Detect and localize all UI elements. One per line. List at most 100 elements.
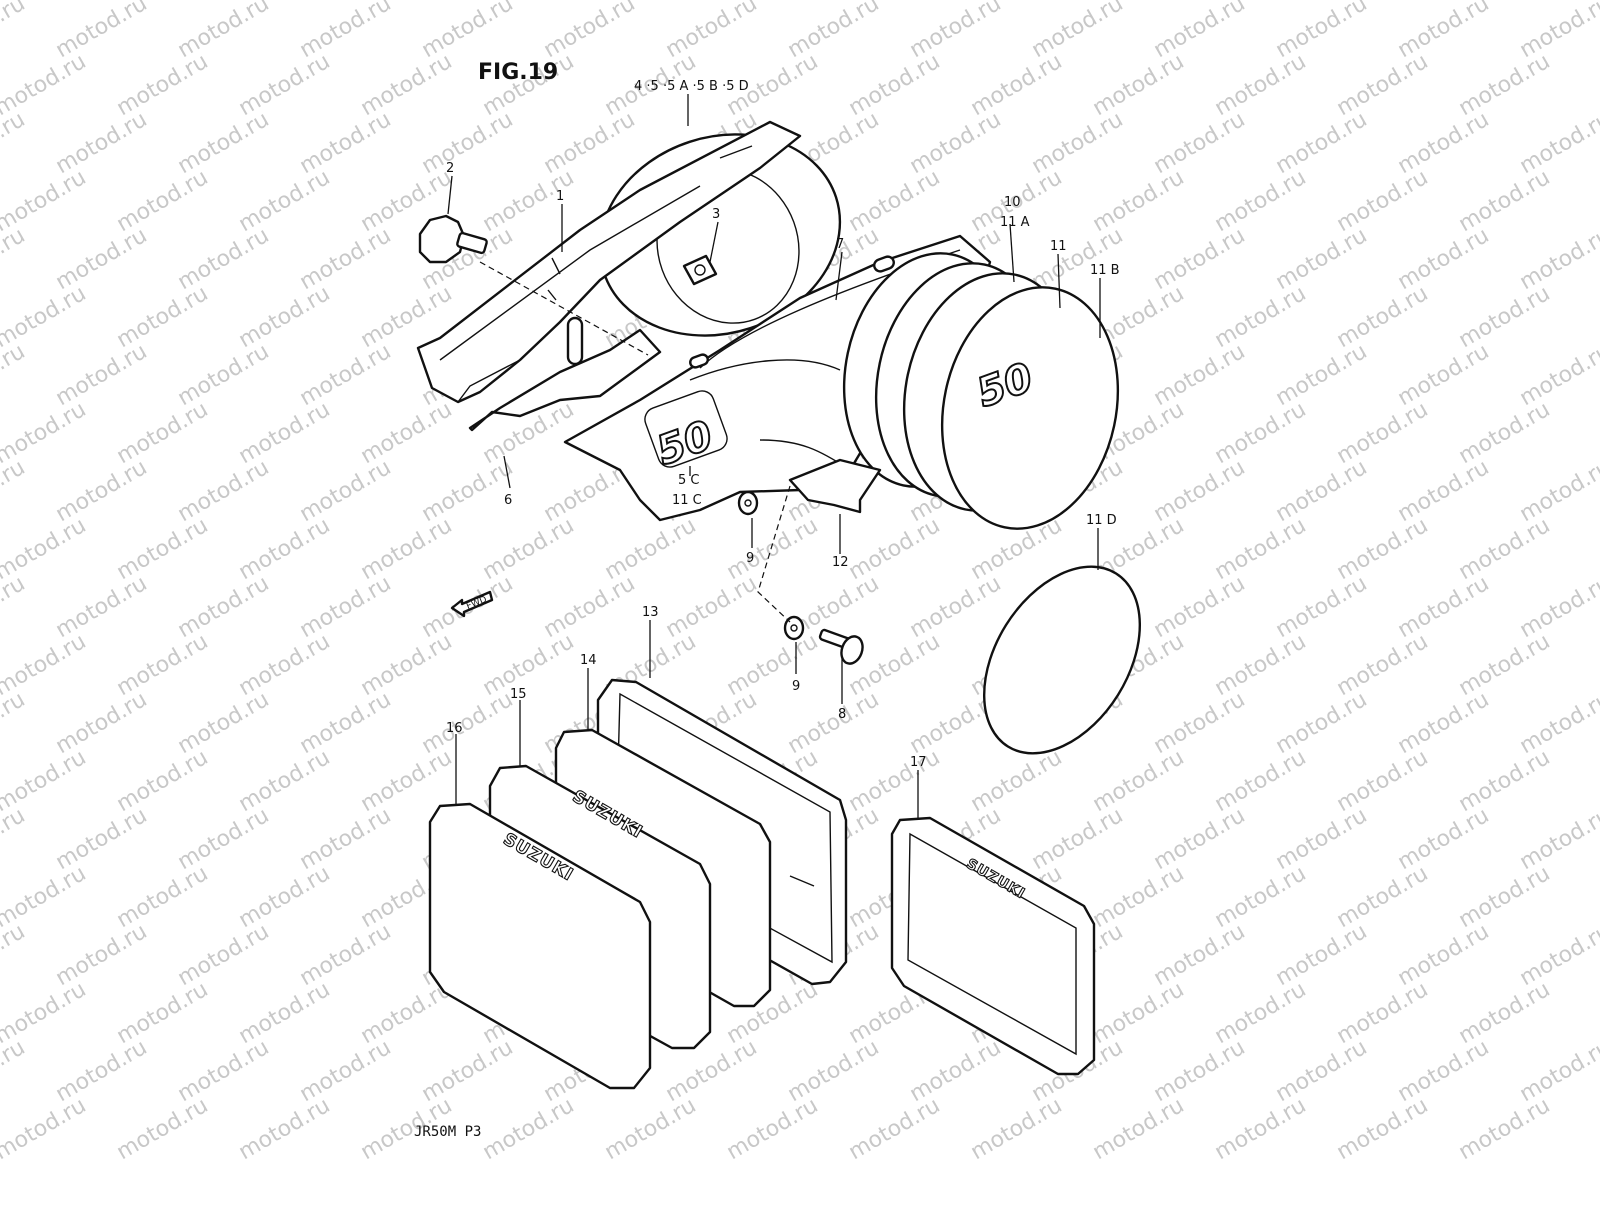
watermark-text: motod.ru	[784, 1035, 884, 1107]
watermark-text: motod.ru	[1272, 687, 1372, 759]
watermark-text: motod.ru	[479, 629, 579, 701]
watermark-text: motod.ru	[1394, 223, 1494, 295]
watermark-text: motod.ru	[174, 223, 274, 295]
watermark-text: motod.ru	[1150, 571, 1250, 643]
watermark-text: motod.ru	[1150, 455, 1250, 527]
watermark-text: motod.ru	[845, 165, 945, 237]
watermark-text: motod.ru	[357, 513, 457, 585]
watermark-text: motod.ru	[967, 49, 1067, 121]
watermark-text: motod.ru	[1455, 861, 1555, 933]
watermark-text: motod.ru	[1455, 281, 1555, 353]
watermark-text: motod.ru	[967, 745, 1067, 817]
watermark-text: motod.ru	[296, 0, 396, 63]
callout-16: 16	[446, 721, 463, 736]
watermark-text: motod.ru	[1150, 803, 1250, 875]
watermark-text: motod.ru	[1516, 0, 1600, 63]
watermark-text: motod.ru	[1516, 1035, 1600, 1107]
watermark-text: motod.ru	[1211, 49, 1311, 121]
watermark-text: motod.ru	[1516, 803, 1600, 875]
watermark-text: motod.ru	[1272, 1035, 1372, 1107]
watermark-text: motod.ru	[1333, 745, 1433, 817]
watermark-text: motod.ru	[1333, 165, 1433, 237]
watermark-text: motod.ru	[1211, 513, 1311, 585]
watermark-text: motod.ru	[1150, 339, 1250, 411]
watermark-text: motod.ru	[174, 455, 274, 527]
watermark-text: motod.ru	[1333, 281, 1433, 353]
watermark-text: motod.ru	[1211, 861, 1311, 933]
watermark-text: motod.ru	[235, 977, 335, 1049]
watermark-text: motod.ru	[296, 571, 396, 643]
watermark-text: motod.ru	[1394, 107, 1494, 179]
watermark-text: motod.ru	[52, 803, 152, 875]
watermark-text: motod.ru	[967, 1093, 1067, 1165]
watermark-text: motod.ru	[113, 513, 213, 585]
watermark-text: motod.ru	[1333, 397, 1433, 469]
watermark-text: motod.ru	[1333, 513, 1433, 585]
watermark-text: motod.ru	[52, 0, 152, 63]
watermark-text: motod.ru	[52, 687, 152, 759]
watermark-text: motod.ru	[1150, 0, 1250, 63]
watermark-text: motod.ru	[1272, 803, 1372, 875]
watermark-text: motod.ru	[1516, 919, 1600, 991]
watermark-text: motod.ru	[113, 745, 213, 817]
watermark-text: motod.ru	[1516, 571, 1600, 643]
watermark-text: motod.ru	[418, 455, 518, 527]
watermark-text: motod.ru	[1516, 339, 1600, 411]
watermark-text: motod.ru	[1516, 107, 1600, 179]
watermark-text: motod.ru	[1333, 861, 1433, 933]
watermark-text: motod.ru	[1211, 165, 1311, 237]
watermark-text: motod.ru	[540, 107, 640, 179]
model-code: JR50M P3	[414, 1124, 481, 1140]
watermark-text: motod.ru	[296, 339, 396, 411]
watermark-text: motod.ru	[418, 0, 518, 63]
callout-15: 15	[510, 687, 527, 702]
watermark-text: motod.ru	[235, 397, 335, 469]
callout-11b: 11 B	[1090, 263, 1120, 278]
watermark-text: motod.ru	[357, 49, 457, 121]
callout-10: 10	[1004, 195, 1021, 210]
callout-5c: 5 C	[678, 473, 699, 488]
watermark-text: motod.ru	[1028, 223, 1128, 295]
watermark-text: motod.ru	[235, 1093, 335, 1165]
washer-part-9a	[739, 492, 757, 514]
callout-11: 11	[1050, 239, 1067, 254]
watermark-text: motod.ru	[296, 455, 396, 527]
watermark-text: motod.ru	[1272, 455, 1372, 527]
watermark-text: motod.ru	[235, 861, 335, 933]
watermark-text: motod.ru	[0, 223, 29, 295]
watermark-text: motod.ru	[1272, 223, 1372, 295]
watermark-text: motod.ru	[723, 629, 823, 701]
watermark-text: motod.ru	[235, 513, 335, 585]
watermark-text: motod.ru	[662, 571, 762, 643]
watermark-text: motod.ru	[174, 571, 274, 643]
watermark-text: motod.ru	[1455, 1093, 1555, 1165]
watermark-text: motod.ru	[845, 1093, 945, 1165]
watermark-text: motod.ru	[235, 629, 335, 701]
watermark-text: motod.ru	[1211, 281, 1311, 353]
watermark-text: motod.ru	[113, 49, 213, 121]
watermark-text: motod.ru	[1516, 455, 1600, 527]
watermark-text: motod.ru	[1028, 803, 1128, 875]
watermark-text: motod.ru	[0, 107, 29, 179]
watermark-text: motod.ru	[1394, 803, 1494, 875]
watermark-text: motod.ru	[418, 1035, 518, 1107]
callout-9b: 9	[792, 679, 800, 694]
watermark-text: motod.ru	[906, 1035, 1006, 1107]
watermark-text: motod.ru	[235, 165, 335, 237]
watermark-text: motod.ru	[0, 1035, 29, 1107]
callout-12: 12	[832, 555, 849, 570]
watermark-text: motod.ru	[1333, 1093, 1433, 1165]
watermark-text: motod.ru	[601, 513, 701, 585]
watermark-text: motod.ru	[784, 0, 884, 63]
watermark-text: motod.ru	[1211, 1093, 1311, 1165]
watermark-text: motod.ru	[1455, 49, 1555, 121]
watermark-text: motod.ru	[540, 571, 640, 643]
watermark-text: motod.ru	[113, 1093, 213, 1165]
watermark-text: motod.ru	[723, 513, 823, 585]
callout-17: 17	[910, 755, 927, 770]
watermark-text: motod.ru	[174, 1035, 274, 1107]
callout-8: 8	[838, 707, 846, 722]
watermark-text: motod.ru	[0, 0, 29, 63]
watermark-text: motod.ru	[235, 49, 335, 121]
